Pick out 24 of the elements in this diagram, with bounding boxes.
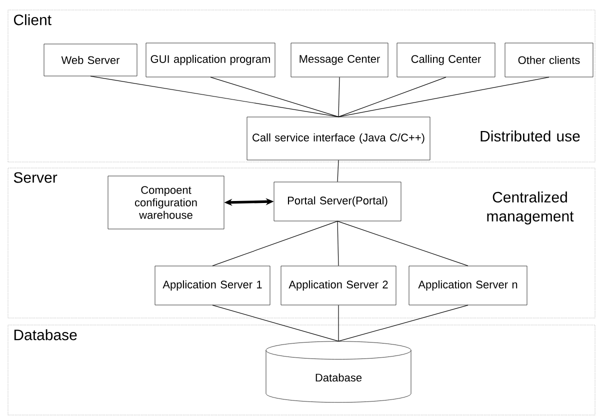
- connector-line: [210, 76, 339, 118]
- connector-line: [338, 76, 446, 118]
- connector-line: [338, 76, 550, 118]
- database-cylinder: Database: [266, 341, 412, 403]
- component-box: Calling Center: [396, 42, 496, 78]
- component-box: Web Server: [44, 44, 138, 76]
- component-box: Message Center: [290, 42, 388, 78]
- connector-line: [338, 304, 468, 342]
- component-box: Application Server 2: [280, 266, 396, 306]
- connector-line: [337, 160, 339, 182]
- component-box: Application Server n: [408, 266, 528, 306]
- component-box: Other clients: [504, 42, 594, 78]
- connector-line: [338, 304, 339, 342]
- component-box: Call service interface (Java C/C++): [246, 116, 430, 160]
- connector-line: [337, 220, 339, 266]
- connector-line: [90, 76, 339, 118]
- connector-line: [212, 304, 339, 342]
- component-box: Application Server 1: [154, 266, 270, 306]
- component-box: Compoent configuration warehouse: [108, 176, 224, 230]
- connector-line: [337, 220, 468, 266]
- component-box: Portal Server(Portal): [274, 182, 402, 222]
- connector-line: [338, 76, 340, 118]
- connector-line: [212, 220, 338, 266]
- component-box: GUI application program: [146, 42, 276, 78]
